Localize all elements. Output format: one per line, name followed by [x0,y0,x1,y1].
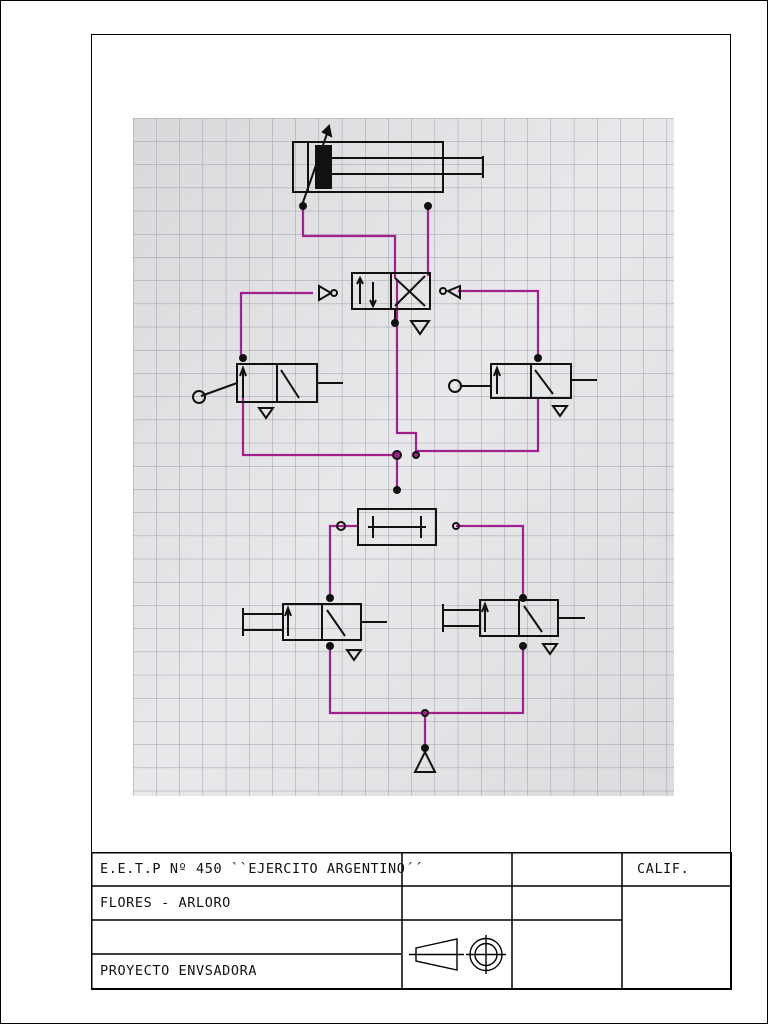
grade-label: CALIF. [637,861,690,877]
air-supply [413,709,437,773]
title-block: E.E.T.P Nº 450 ``EJERCITO ARGENTINO´´ FL… [91,852,732,990]
pipe-lines [239,206,540,748]
projection-symbol-icon [409,935,506,974]
project-name: PROYECTO ENVSADORA [100,963,258,979]
double-acting-cylinder [292,123,484,210]
3-2-pushbutton-valve-right [442,594,585,656]
title-block-grid [91,852,732,990]
or-valve [336,450,460,546]
5-2-pilot-valve [318,272,461,336]
3-2-roller-valve-right [448,354,597,418]
graph-grid [133,118,674,796]
school-name: E.E.T.P Nº 450 ``EJERCITO ARGENTINO´´ [100,861,423,877]
circuit-photo [133,118,674,796]
3-2-pushbutton-valve-left [242,594,387,662]
3-2-roller-valve-left [192,354,343,420]
authors: FLORES - ARLORO [100,895,231,911]
